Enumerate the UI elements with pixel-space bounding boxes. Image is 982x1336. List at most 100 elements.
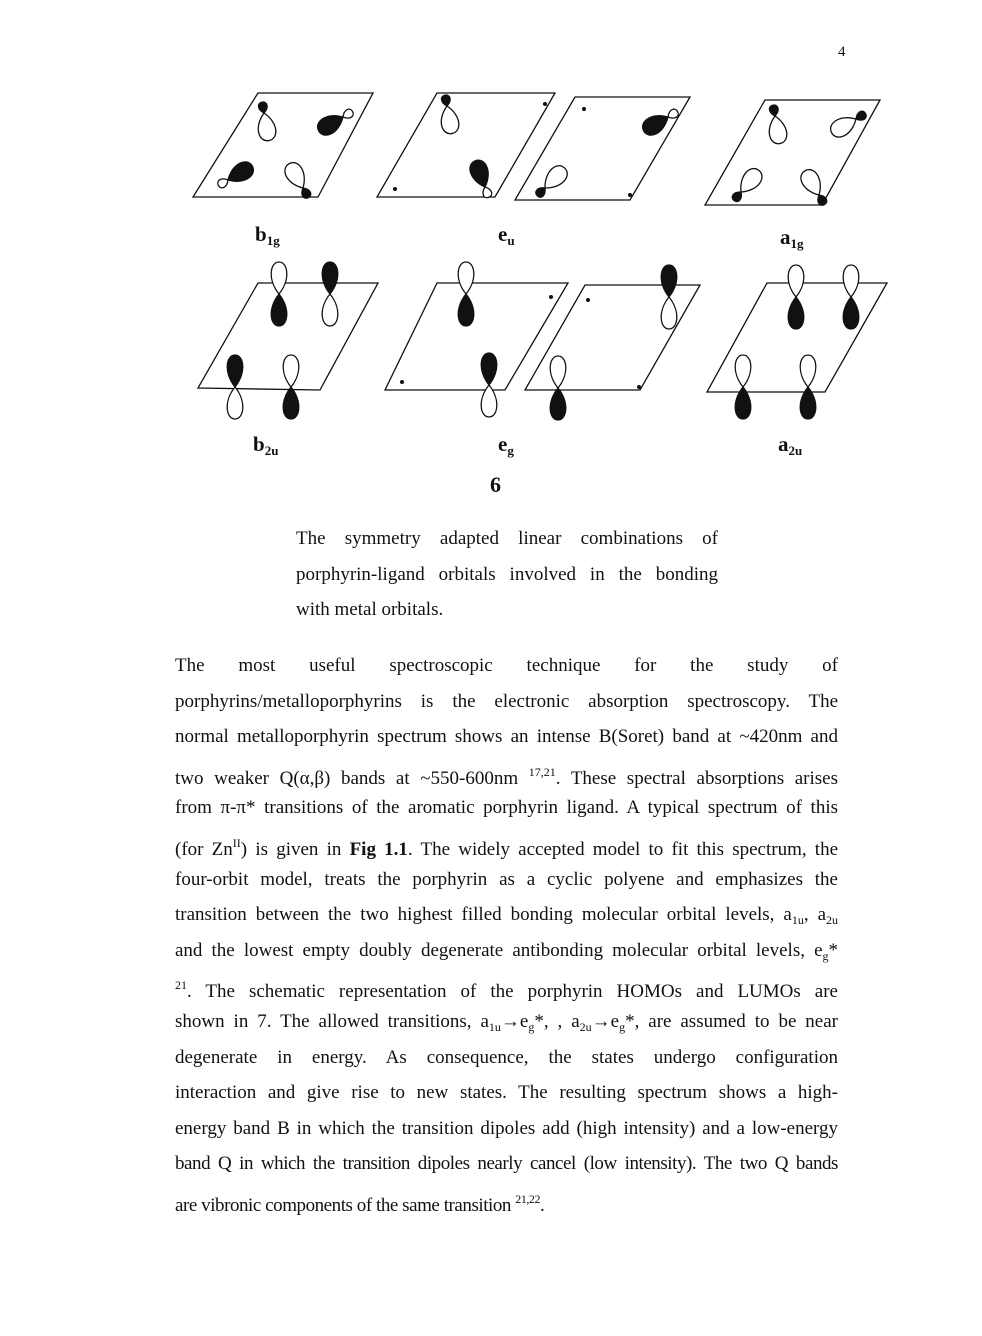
text-run: from π-π* transitions of the aromatic po… (175, 797, 838, 819)
text-run: *, are assumed to be near (625, 1010, 838, 1032)
filled-lobe (257, 101, 268, 114)
text-run: and the lowest empty doubly degenerate a… (175, 939, 823, 961)
body-line: porphyrins/metalloporphyrins is the elec… (175, 684, 838, 720)
text-run: ) is given in (240, 838, 350, 860)
body-line: 21. The schematic representation of the … (175, 968, 838, 1004)
text-run: degenerate in energy. As consequence, th… (175, 1046, 838, 1068)
text-run: *, , a (534, 1010, 580, 1032)
text-run: transition between the two highest fille… (175, 904, 792, 926)
body-text: The most useful spectroscopic technique … (175, 648, 838, 1218)
open-lobe (282, 354, 300, 389)
text-run: →e (500, 1010, 529, 1032)
body-line: shown in 7. The allowed transitions, a1u… (175, 1004, 838, 1040)
filled-lobe (282, 385, 300, 420)
node-dot (543, 102, 547, 106)
node-dot (586, 298, 590, 302)
filled-lobe (549, 386, 567, 421)
filled-lobe (535, 187, 546, 198)
caption-line: with metal orbitals. (296, 592, 718, 628)
open-lobe (284, 161, 305, 189)
filled-lobe (660, 264, 678, 299)
filled-lobe (799, 385, 817, 420)
label-sub: 2u (264, 443, 279, 458)
open-lobe (842, 264, 860, 299)
filled-lobe (842, 295, 860, 330)
node-dot (637, 385, 641, 389)
label-eu: eu (498, 222, 515, 249)
filled-lobe (641, 115, 669, 136)
text-run: (for Zn (175, 838, 233, 860)
open-lobe (257, 112, 277, 142)
molecular-plane (513, 96, 692, 201)
filled-lobe (440, 94, 451, 107)
label-sub: 1g (266, 233, 280, 248)
label-base: b (255, 222, 267, 246)
body-line: two weaker Q(α,β) bands at ~550-600nm 17… (175, 755, 838, 791)
filled-lobe (787, 295, 805, 330)
label-sub: 2u (788, 443, 803, 458)
open-lobe (829, 117, 857, 138)
subscript: g (528, 1019, 535, 1034)
text-run: , a (803, 904, 826, 926)
superscript: 17,21 (528, 764, 556, 779)
open-lobe (226, 385, 244, 420)
body-line: and the lowest empty doubly degenerate a… (175, 933, 838, 969)
bold-text: Fig 1.1 (349, 838, 408, 860)
subscript: 2u (579, 1019, 592, 1034)
filled-lobe (768, 104, 779, 117)
open-lobe (549, 355, 567, 390)
molecular-plane (523, 284, 702, 391)
subscript: 2u (826, 913, 838, 928)
label-sub: u (507, 233, 515, 248)
body-line: energy band B in which the transition di… (175, 1111, 838, 1147)
open-lobe (740, 168, 763, 193)
body-line: band Q in which the transition dipoles n… (175, 1146, 838, 1182)
node-dot (400, 380, 404, 384)
molecular-plane (375, 92, 557, 198)
molecular-plane (196, 282, 380, 391)
text-run: with metal orbitals. (296, 599, 444, 621)
molecular-plane (383, 282, 570, 391)
label-base: e (498, 432, 508, 456)
subscript: g (619, 1019, 626, 1034)
open-lobe (217, 178, 229, 189)
open-lobe (457, 261, 475, 296)
node-dot (628, 193, 632, 197)
open-lobe (787, 264, 805, 299)
filled-lobe (227, 161, 255, 182)
subscript: 1u (488, 1019, 501, 1034)
open-lobe (480, 383, 498, 418)
filled-lobe (855, 110, 867, 121)
filled-lobe (480, 352, 498, 387)
text-run: shown in 7. The allowed transitions, a (175, 1010, 489, 1032)
text-run: The symmetry adapted linear combinations… (296, 528, 718, 549)
text-run: * (828, 939, 839, 961)
node-dot (393, 187, 397, 191)
filled-lobe (457, 292, 475, 327)
label-base: b (253, 432, 265, 456)
text-run: →e (591, 1010, 620, 1032)
orbital-diagram (191, 92, 889, 421)
node-dot (582, 107, 586, 111)
open-lobe (321, 292, 339, 327)
open-lobe (768, 115, 788, 145)
subscript: 1u (791, 913, 804, 928)
body-line: (for ZnII) is given in Fig 1.1. The wide… (175, 826, 838, 862)
superscript: 21 (175, 978, 187, 993)
body-line: degenerate in energy. As consequence, th… (175, 1040, 838, 1076)
body-line: are vibronic components of the same tran… (175, 1182, 838, 1218)
text-run: band Q in which the transition dipoles n… (175, 1153, 838, 1175)
superscript: 21,22 (515, 1191, 541, 1206)
filled-lobe (301, 187, 312, 199)
body-line: interaction and give rise to new states.… (175, 1075, 838, 1111)
label-b2u: b2u (253, 432, 278, 459)
filled-lobe (817, 194, 828, 206)
label-sub: 1g (790, 236, 804, 251)
body-line: transition between the two highest fille… (175, 897, 838, 933)
label-base: a (780, 225, 791, 249)
filled-lobe (270, 292, 288, 327)
open-lobe (667, 108, 679, 119)
text-run: two weaker Q(α,β) bands at ~550-600nm (175, 767, 529, 789)
label-a1g: a1g (780, 225, 804, 252)
text-run: porphyrins/metalloporphyrins is the elec… (175, 690, 838, 712)
